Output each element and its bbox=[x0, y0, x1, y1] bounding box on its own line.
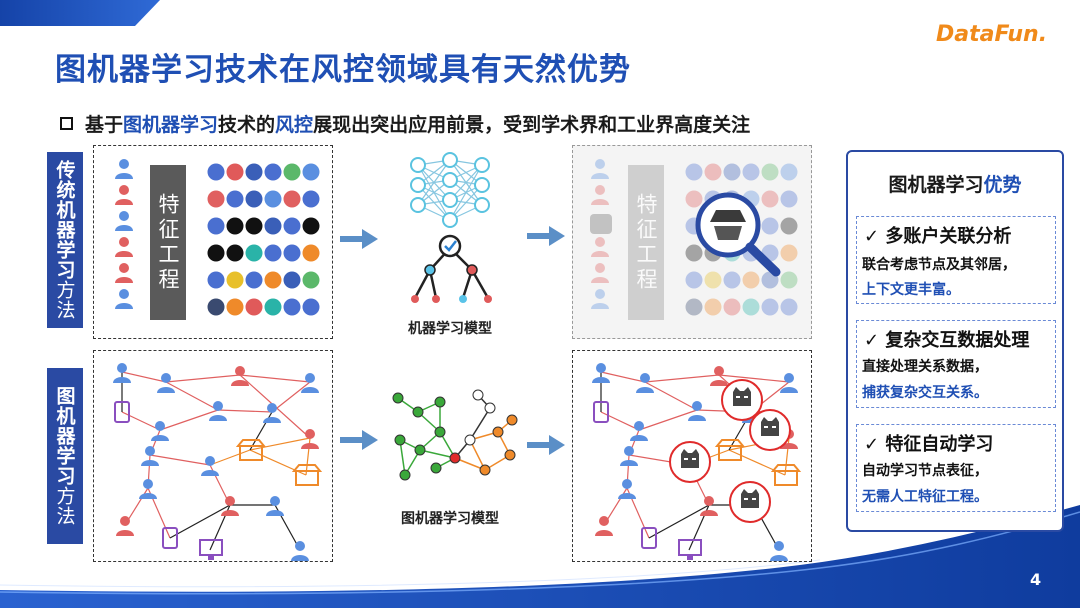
gnn-node bbox=[431, 463, 441, 473]
label-traditional-ml-light: 方法 bbox=[52, 280, 79, 320]
checkmark-icon: ✓ bbox=[864, 330, 879, 351]
gnn-node bbox=[493, 427, 503, 437]
gnn-node bbox=[505, 450, 515, 460]
advantage-1-heading-text: 多账户关联分析 bbox=[885, 226, 1011, 247]
label-graph-ml-bold: 图机器学习 bbox=[52, 386, 79, 486]
advantage-2-heading: ✓ 复杂交互数据处理 bbox=[864, 326, 1029, 352]
feature-engineering-label-faded: 特征工程 bbox=[628, 175, 664, 310]
decision-tree-icon bbox=[411, 236, 492, 303]
advantage-1-line1: 联合考虑节点及其邻居， bbox=[862, 254, 1016, 274]
gnn-node bbox=[465, 435, 475, 445]
gnn-node bbox=[435, 397, 445, 407]
label-traditional-ml: 传统机器学习方法 bbox=[47, 152, 83, 328]
label-graph-ml: 图机器学习方法 bbox=[47, 368, 83, 544]
feature-engineering-label: 特征工程 bbox=[150, 175, 186, 310]
nn-node bbox=[443, 193, 457, 207]
advantage-2-heading-text: 复杂交互数据处理 bbox=[885, 330, 1029, 351]
label-graph-ml-light: 方法 bbox=[52, 486, 79, 526]
checkmark-icon: ✓ bbox=[864, 226, 879, 247]
label-traditional-ml-bold: 传统机器学习 bbox=[52, 160, 79, 280]
nn-node bbox=[443, 153, 457, 167]
gnn-node bbox=[473, 390, 483, 400]
gnn-model-icon bbox=[393, 390, 517, 480]
gnn-node bbox=[435, 427, 445, 437]
ml-model-label: 机器学习模型 bbox=[380, 318, 520, 338]
nn-node bbox=[411, 198, 425, 212]
arrow-right-icon bbox=[340, 226, 565, 455]
datafun-logo: DataFun. bbox=[936, 22, 1047, 47]
subtitle-suffix: 展现出突出应用前景，受到学术界和工业界高度关注 bbox=[313, 114, 750, 136]
advantages-title: 图机器学习优势 bbox=[846, 170, 1064, 197]
nn-node bbox=[443, 213, 457, 227]
gnn-node bbox=[450, 453, 460, 463]
neural-network-nodes bbox=[411, 153, 489, 227]
square-bullet-icon bbox=[60, 117, 73, 130]
subtitle-mid: 技术的 bbox=[218, 114, 275, 136]
nn-node bbox=[411, 158, 425, 172]
nn-node bbox=[475, 158, 489, 172]
graph-result-box bbox=[572, 350, 812, 562]
advantage-2-line1: 直接处理关系数据， bbox=[862, 356, 988, 376]
checkmark-icon: ✓ bbox=[864, 434, 879, 455]
advantage-3-line1: 自动学习节点表征， bbox=[862, 460, 988, 480]
gnn-node bbox=[415, 445, 425, 455]
advantage-3-heading: ✓ 特征自动学习 bbox=[864, 430, 993, 456]
subtitle-prefix: 基于 bbox=[85, 114, 123, 136]
nn-node bbox=[443, 173, 457, 187]
gml-model-label: 图机器学习模型 bbox=[380, 508, 520, 528]
advantage-1-heading: ✓ 多账户关联分析 bbox=[864, 222, 1011, 248]
gnn-node bbox=[393, 393, 403, 403]
page-title: 图机器学习技术在风控领域具有天然优势 bbox=[55, 44, 631, 89]
gnn-node bbox=[400, 470, 410, 480]
gnn-node bbox=[485, 403, 495, 413]
subtitle: 基于图机器学习技术的风控展现出突出应用前景，受到学术界和工业界高度关注 bbox=[60, 110, 750, 137]
graph-input-box bbox=[93, 350, 333, 562]
advantages-title-highlight: 优势 bbox=[984, 174, 1022, 196]
advantages-title-prefix: 图机器学习 bbox=[888, 174, 983, 196]
nn-node bbox=[475, 178, 489, 192]
advantage-1-line2: 上下文更丰富。 bbox=[862, 279, 960, 299]
nn-node bbox=[411, 178, 425, 192]
gnn-node bbox=[480, 465, 490, 475]
neural-network-icon bbox=[418, 160, 482, 220]
advantage-3-line2: 无需人工特征工程。 bbox=[862, 486, 988, 506]
advantage-2-line2: 捕获复杂交互关系。 bbox=[862, 382, 988, 402]
advantage-3-heading-text: 特征自动学习 bbox=[885, 434, 993, 455]
gnn-node bbox=[395, 435, 405, 445]
subtitle-highlight-gml: 图机器学习 bbox=[123, 114, 218, 136]
gnn-node bbox=[413, 407, 423, 417]
subtitle-highlight-risk: 风控 bbox=[275, 114, 313, 136]
traditional-result-box bbox=[572, 145, 812, 339]
gnn-node bbox=[507, 415, 517, 425]
nn-node bbox=[475, 198, 489, 212]
traditional-features-box bbox=[93, 145, 333, 339]
page-number: 4 bbox=[1030, 570, 1041, 589]
top-corner-band bbox=[0, 0, 160, 26]
